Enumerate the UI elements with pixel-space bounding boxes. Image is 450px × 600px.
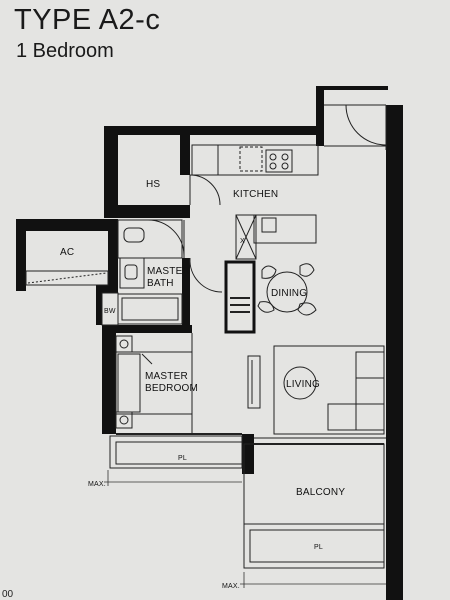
dining-chair <box>257 301 275 313</box>
wall-hs-right <box>180 135 190 175</box>
room-label-living: LIVING <box>286 379 320 390</box>
room-label-master-bedroom-1: MASTER <box>145 371 188 382</box>
room-label-balcony: BALCONY <box>296 487 345 498</box>
internal-lines <box>25 104 387 569</box>
dining-table <box>266 271 308 313</box>
wall-entrance-left <box>316 86 324 146</box>
room-label-bw: BW <box>104 308 116 315</box>
shaft-column <box>224 260 256 334</box>
pl-ledge-upper <box>109 435 243 469</box>
room-label-ac: AC <box>60 247 74 258</box>
bath-door-swing <box>147 219 185 257</box>
wall-bw-left <box>96 285 102 325</box>
living-zone <box>273 345 385 435</box>
vanity-basin <box>119 257 145 289</box>
max-label-upper: MAX. <box>88 481 106 488</box>
wall-ac-top <box>16 219 116 231</box>
pl-label-lower: PL <box>314 544 323 551</box>
footer-text: 00 <box>2 589 14 600</box>
dimension-lines <box>104 470 386 588</box>
bedside-table <box>115 335 133 353</box>
tv-console <box>247 355 261 409</box>
shaft-x-mark: X <box>240 238 245 245</box>
room-label-master-bedroom-2: BEDROOM <box>145 383 198 394</box>
pl-label-upper: PL <box>178 455 187 462</box>
kitchen-island <box>253 214 317 244</box>
max-label-lower: MAX. <box>222 583 240 590</box>
room-label-master-bath-1: MASTER <box>147 266 190 277</box>
wall-bath-bottom <box>102 325 192 333</box>
unit-type-subtitle: 1 Bedroom <box>16 40 114 62</box>
kitchen-sink <box>239 146 263 172</box>
bedside-table <box>115 411 133 429</box>
wall-ac-left <box>16 219 26 291</box>
wall-bw-top <box>96 285 118 293</box>
room-label-kitchen: KITCHEN <box>233 189 278 200</box>
kitchen-door-swing <box>189 257 223 293</box>
sofa <box>355 351 385 431</box>
room-label-dining: DINING <box>271 288 307 299</box>
dining-chair <box>261 265 277 279</box>
wall-top <box>104 126 316 135</box>
wall-ac-right <box>108 219 118 289</box>
hs-door-swing <box>189 174 221 206</box>
kitchen-counter-top <box>191 144 319 176</box>
wall-hs-bottom <box>104 205 190 218</box>
ac-ledge <box>25 270 109 286</box>
wall-entrance-top <box>316 86 388 90</box>
wall-left-hs <box>104 126 118 218</box>
room-label-master-bath-2: BATH <box>147 278 174 289</box>
dining-chair <box>297 302 317 316</box>
wall-bath-right <box>182 258 190 330</box>
structural-walls <box>16 86 403 600</box>
entrance-door-swing <box>345 104 387 146</box>
toilet-icon <box>123 227 145 243</box>
wall-bedroom-left <box>102 330 116 434</box>
wall-right-exterior <box>386 105 403 600</box>
dining-chair <box>299 263 315 277</box>
coffee-table <box>283 366 317 400</box>
kitchen-stove <box>265 149 293 173</box>
unit-type-title: TYPE A2-c <box>14 4 161 36</box>
room-label-hs: HS <box>146 179 160 190</box>
